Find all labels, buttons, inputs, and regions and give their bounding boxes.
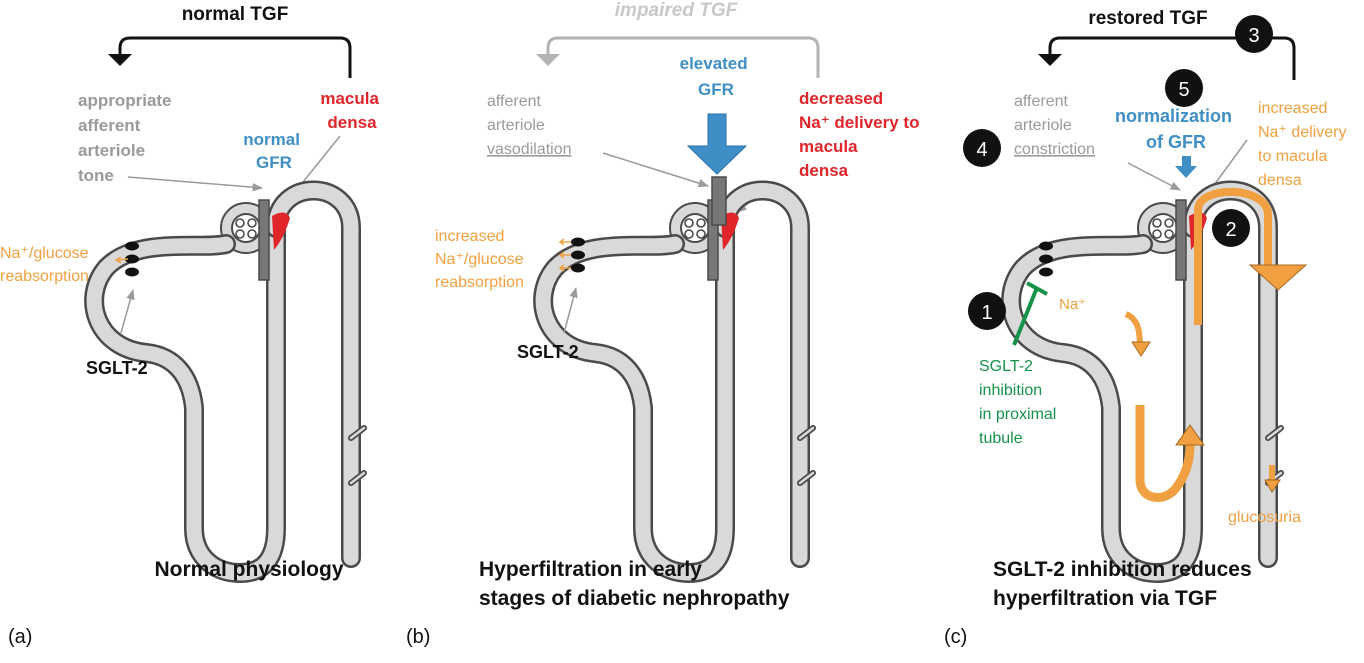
vaso-pointer-b [602, 152, 710, 188]
sglt-label-b: SGLT-2 [517, 342, 579, 362]
dilated-arteriole-b [711, 176, 727, 226]
caption-b: Hyperfiltration in early stages of diabe… [479, 558, 790, 610]
tone-label-a: appropriate afferent arteriole tone [78, 91, 176, 185]
svg-text:1: 1 [981, 302, 992, 324]
gfr-arrow-b [686, 113, 748, 175]
feedback-arrowhead-b [536, 54, 560, 66]
feedback-title-b: impaired TGF [615, 0, 739, 21]
feedback-arrow-c [1048, 36, 1296, 80]
glucosuria-label-c: glucosuria [1228, 509, 1301, 526]
sglt2-transporters-b [571, 237, 585, 273]
step-badge-4: 4 [963, 129, 1001, 167]
svg-text:4: 4 [976, 139, 987, 161]
tone-pointer-a [127, 176, 264, 192]
nephron-b [543, 191, 813, 574]
feedback-arrow-a [118, 36, 352, 78]
sglt-label-a: SGLT-2 [86, 358, 148, 378]
panel-a: normal TGF appropriate afferent arteriol… [0, 4, 383, 648]
panel-letter-b: (b) [406, 626, 430, 648]
panel-letter-c: (c) [944, 626, 967, 648]
reabs-label-a: Na⁺/glucose reabsorption [0, 245, 93, 285]
feedback-arrow-b [546, 36, 820, 78]
constr-pointer-c [1127, 162, 1181, 191]
sodium-flow-c [1124, 187, 1308, 502]
svg-text:5: 5 [1178, 79, 1189, 101]
feedback-title-c: restored TGF [1088, 8, 1207, 29]
caption-c: SGLT-2 inhibition reduces hyperfiltratio… [993, 558, 1257, 610]
feedback-arrowhead-a [108, 54, 132, 66]
gfr-arrow-c [1175, 156, 1197, 178]
caption-a: Normal physiology [154, 558, 343, 581]
sglt-pointer-a [120, 288, 135, 334]
reabs-arrow-a [117, 258, 129, 261]
reabs-label-b: increased Na⁺/glucose reabsorption [435, 228, 528, 291]
step-badge-2: 2 [1212, 209, 1250, 247]
reabs-arrows-b [558, 238, 571, 272]
feedback-title-a: normal TGF [182, 4, 289, 25]
na-label-b: decreased Na⁺ delivery to macula densa [799, 89, 924, 180]
na-label-c: increased Na⁺ delivery to macula densa [1258, 100, 1351, 189]
panel-c: restored TGF 3 5 4 afferent arteriole co… [944, 8, 1351, 648]
sglt-pointer-b [563, 286, 578, 334]
panel-letter-a: (a) [8, 626, 32, 648]
constr-label-c: afferent arteriole constriction [1014, 93, 1095, 158]
step-badge-5: 5 [1165, 69, 1203, 107]
gfr-label-b: elevated GFR [680, 54, 753, 99]
step-badge-3: 3 [1235, 15, 1273, 53]
sglt2-transporters-c [1039, 241, 1053, 277]
gfr-label-a: normal GFR [243, 130, 304, 172]
svg-text:3: 3 [1248, 25, 1259, 47]
vaso-label-b: afferent arteriole vasodilation [487, 93, 572, 158]
panel-b: impaired TGF elevated GFR afferent arter… [406, 0, 924, 648]
inhibition-label-c: SGLT-2 inhibition in proximal tubule [979, 358, 1061, 447]
svg-text:2: 2 [1225, 219, 1236, 241]
inhibition-symbol-c [1012, 281, 1048, 346]
gfr-label-c: normalization of GFR [1115, 106, 1237, 152]
step-badge-1: 1 [968, 292, 1006, 330]
macula-label-a: macula densa [320, 89, 383, 132]
na-small-label-c: Na⁺ [1059, 296, 1086, 313]
feedback-arrowhead-c [1038, 54, 1062, 66]
